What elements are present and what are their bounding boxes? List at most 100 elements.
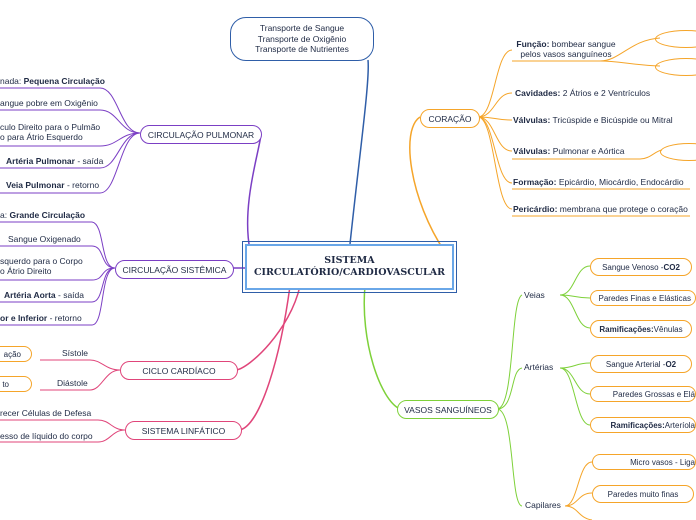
veias-item-1-text: Sangue Venoso - <box>602 262 664 272</box>
capilares-item-1-text: Micro vasos - Liga <box>630 457 695 467</box>
coracao-pericardio[interactable]: Pericárdio: membrana que protege o coraç… <box>513 204 688 214</box>
valvulas-1-key: Válvulas: <box>513 115 551 125</box>
sistemica-item-3-line-1: squerdo para o Corpo <box>0 256 83 266</box>
funcao-text-line-2: pelos vasos sanguíneos <box>520 49 612 60</box>
sistemica-item-2[interactable]: Sangue Oxigenado <box>8 234 81 244</box>
sistemica-item-1-prefix: a: <box>0 210 10 220</box>
linfatico-label: SISTEMA LINFÁTICO <box>141 425 226 436</box>
arterias-ramificacoes[interactable]: Ramificações: Arteríola <box>590 417 696 433</box>
linfatico-item-1[interactable]: recer Células de Defesa <box>0 408 92 418</box>
pericardio-key: Pericárdio: <box>513 204 558 214</box>
veias-item-1-bold: CO2 <box>663 262 680 272</box>
coracao-node[interactable]: CORAÇÃO <box>420 109 480 128</box>
arterias-item-1-bold: O2 <box>665 359 677 369</box>
coracao-cavidades[interactable]: Cavidades: 2 Átrios e 2 Ventrículos <box>515 88 650 98</box>
sistemica-item-4[interactable]: Artéria Aorta - saída <box>4 290 84 300</box>
pulmonar-item-1-prefix: nada: <box>0 76 24 86</box>
valvulas-2-key: Válvulas: <box>513 146 551 156</box>
sistemica-node[interactable]: CIRCULAÇÃO SISTÊMICA <box>115 260 234 279</box>
funcao-leaf-1[interactable] <box>655 30 696 48</box>
capilares-item-2-text: Paredes muito finas <box>607 489 679 499</box>
pulmonar-item-1-bold: Pequena Circulação <box>23 76 105 86</box>
sistemica-item-1[interactable]: a: Grande Circulação <box>0 210 85 220</box>
pericardio-text: membrana que protege o coração <box>557 204 688 214</box>
coracao-formacao[interactable]: Formação: Epicárdio, Miocárdio, Endocárd… <box>513 177 684 187</box>
coracao-label: CORAÇÃO <box>428 113 472 124</box>
pulmonar-item-4-bold: Artéria Pulmonar <box>6 156 75 166</box>
formacao-key: Formação: <box>513 177 557 187</box>
central-title-line-2: CIRCULATÓRIO/CARDIOVASCULAR <box>254 267 445 278</box>
vasos-label: VASOS SANGUÍNEOS <box>404 404 492 415</box>
central-topic[interactable]: SISTEMA CIRCULATÓRIO/CARDIOVASCULAR <box>242 241 457 293</box>
capilares-micro-vasos[interactable]: Micro vasos - Liga <box>592 454 696 470</box>
sistemica-item-5-bold: or e Inferior <box>0 313 48 323</box>
formacao-text: Epicárdio, Miocárdio, Endocárdio <box>556 177 684 187</box>
pulmonar-item-3-line-1: culo Direito para o Pulmão <box>0 122 101 132</box>
sistemica-item-3[interactable]: squerdo para o Corpo o Átrio Direito <box>0 256 83 276</box>
pulmonar-item-5-bold: Veia Pulmonar <box>6 180 65 190</box>
vasos-node[interactable]: VASOS SANGUÍNEOS <box>397 400 499 419</box>
coracao-valvulas-2[interactable]: Válvulas: Pulmonar e Aórtica <box>513 146 625 156</box>
coracao-funcao[interactable]: Função: bombear sangue pelos vasos sangu… <box>512 39 620 59</box>
sistole-leaf-text: ação <box>3 349 21 359</box>
veias-paredes[interactable]: Paredes Finas e Elásticas <box>590 290 696 306</box>
veias-item-2-text: Paredes Finas e Elásticas <box>598 293 692 303</box>
arterias-item-3-text: Arteríola <box>664 420 695 430</box>
transport-line-1: Transporte de Sangue <box>259 23 345 34</box>
pulmonar-item-1[interactable]: nada: Pequena Circulação <box>0 76 105 86</box>
arterias-item-1-text: Sangue Arterial - <box>605 359 666 369</box>
arterias-item-3-bold: Ramificações: <box>610 420 665 430</box>
valvulas-2-text: Pulmonar e Aórtica <box>550 146 625 156</box>
diastole-label[interactable]: Diástole <box>57 378 88 388</box>
cavidades-key: Cavidades: <box>515 88 561 98</box>
ciclo-label: CICLO CARDÍACO <box>142 365 216 376</box>
pulmonar-item-5[interactable]: Veia Pulmonar - retorno <box>6 180 99 190</box>
capilares-paredes[interactable]: Paredes muito finas <box>592 485 694 503</box>
transport-line-2: Transporte de Oxigênio <box>257 33 347 44</box>
diastole-leaf[interactable]: to <box>0 376 32 392</box>
central-title-line-1: SISTEMA <box>324 255 375 267</box>
sistemica-item-4-suffix: - saída <box>55 290 85 300</box>
veias-item-3-bold: Ramificações: <box>599 324 654 334</box>
veias-item-3-text: Vênulas <box>653 324 683 334</box>
funcao-text: bombear sangue <box>549 39 616 49</box>
pulmonar-item-5-suffix: - retorno <box>64 180 100 190</box>
arterias-item-2-text: Paredes Grossas e Elá <box>612 389 695 399</box>
sistemica-item-2-text: Sangue Oxigenado <box>8 234 81 244</box>
pulmonar-item-2-text: angue pobre em Oxigênio <box>0 98 98 108</box>
arterias-label[interactable]: Artérias <box>524 362 554 372</box>
funcao-key: Função: <box>516 39 550 49</box>
pulmonar-item-4-suffix: - saída <box>74 156 104 166</box>
linfatico-node[interactable]: SISTEMA LINFÁTICO <box>125 421 242 440</box>
cavidades-text: 2 Átrios e 2 Ventrículos <box>560 88 651 98</box>
pulmonar-item-3-line-2: o para Átrio Esquerdo <box>0 132 83 143</box>
sistemica-item-1-bold: Grande Circulação <box>9 210 86 220</box>
ciclo-node[interactable]: CICLO CARDÍACO <box>120 361 238 380</box>
pulmonar-item-2[interactable]: angue pobre em Oxigênio <box>0 98 98 108</box>
transport-node[interactable]: Transporte de Sangue Transporte de Oxigê… <box>230 17 374 61</box>
sistemica-label: CIRCULAÇÃO SISTÊMICA <box>122 264 227 275</box>
arterias-paredes[interactable]: Paredes Grossas e Elá <box>590 386 696 402</box>
diastole-leaf-text: to <box>2 379 9 389</box>
veias-sangue-venoso[interactable]: Sangue Venoso - CO2 <box>590 258 692 276</box>
veias-label[interactable]: Veias <box>524 290 545 300</box>
veias-ramificacoes[interactable]: Ramificações: Vênulas <box>590 320 692 338</box>
pulmonar-item-3[interactable]: culo Direito para o Pulmão o para Átrio … <box>0 122 100 142</box>
coracao-valvulas-1[interactable]: Válvulas: Tricúspide e Bicúspide ou Mitr… <box>513 115 673 125</box>
arterias-sangue-arterial[interactable]: Sangue Arterial - O2 <box>590 355 692 373</box>
capilares-label[interactable]: Capilares <box>525 500 561 510</box>
sistemica-item-5-suffix: - retorno <box>47 313 82 323</box>
pulmonar-node[interactable]: CIRCULAÇÃO PULMONAR <box>140 125 262 144</box>
sistemica-item-5[interactable]: or e Inferior - retorno <box>0 313 82 323</box>
linfatico-item-2[interactable]: esso de líquido do corpo <box>0 431 93 441</box>
valvulas-1-text: Tricúspide e Bicúspide ou Mitral <box>550 115 673 125</box>
pulmonar-label: CIRCULAÇÃO PULMONAR <box>147 129 255 140</box>
transport-line-3: Transporte de Nutrientes <box>255 44 349 55</box>
sistemica-item-4-bold: Artéria Aorta <box>4 290 56 300</box>
sistemica-item-3-line-2: o Átrio Direito <box>0 266 52 277</box>
funcao-leaf-2[interactable] <box>655 58 696 76</box>
sistole-leaf[interactable]: ação <box>0 346 32 362</box>
sistole-label[interactable]: Sístole <box>62 348 88 358</box>
pulmonar-item-4[interactable]: Artéria Pulmonar - saída <box>6 156 103 166</box>
